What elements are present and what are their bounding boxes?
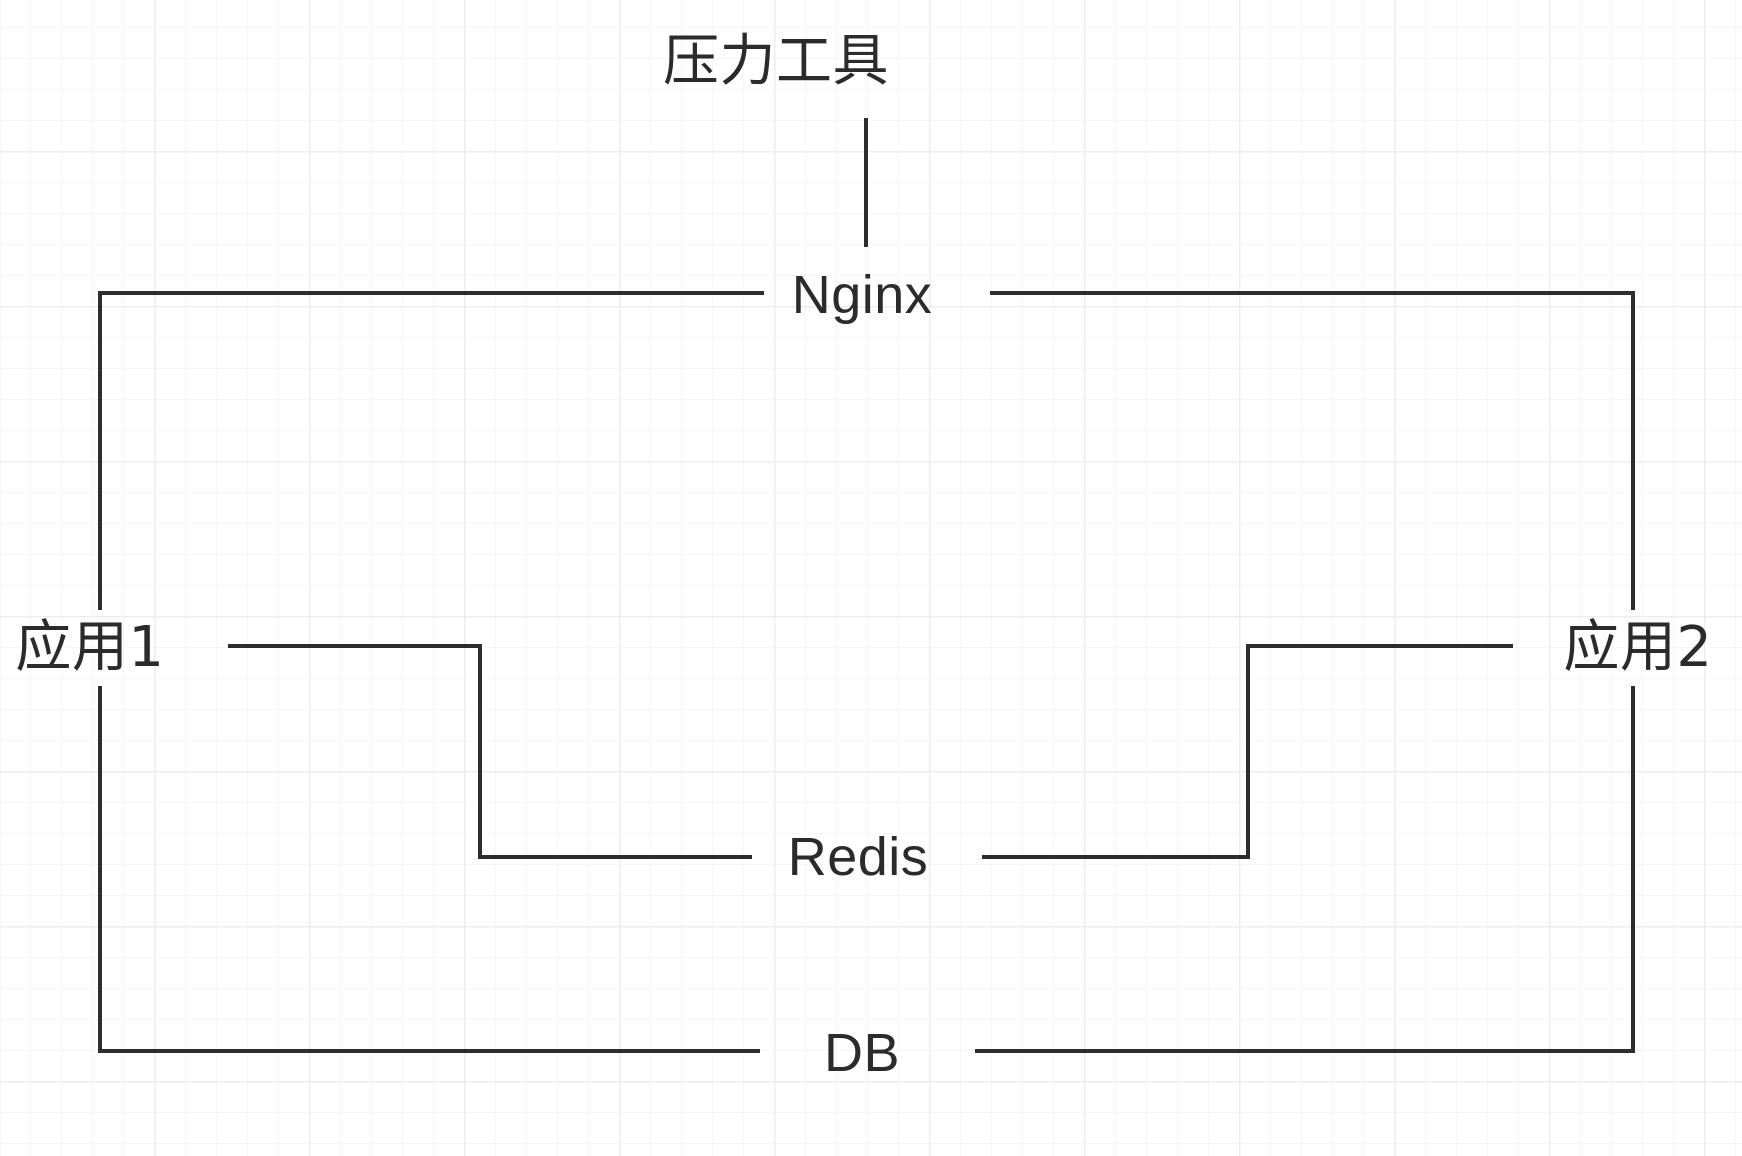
edge-app2-redis <box>982 644 1513 859</box>
edge-app1-redis <box>228 644 752 859</box>
node-stress-tool[interactable]: 压力工具 <box>663 29 889 94</box>
edge-app2-db <box>975 686 1635 1053</box>
node-db[interactable]: DB <box>823 1023 901 1083</box>
edge-app1-db <box>98 686 760 1053</box>
node-app-2[interactable]: 应用2 <box>1563 615 1713 680</box>
node-redis[interactable]: Redis <box>787 827 929 887</box>
edge-nginx-app1 <box>98 291 764 610</box>
node-app-1[interactable]: 应用1 <box>15 615 165 680</box>
node-nginx[interactable]: Nginx <box>791 265 933 325</box>
edge-nginx-app2 <box>990 291 1635 610</box>
